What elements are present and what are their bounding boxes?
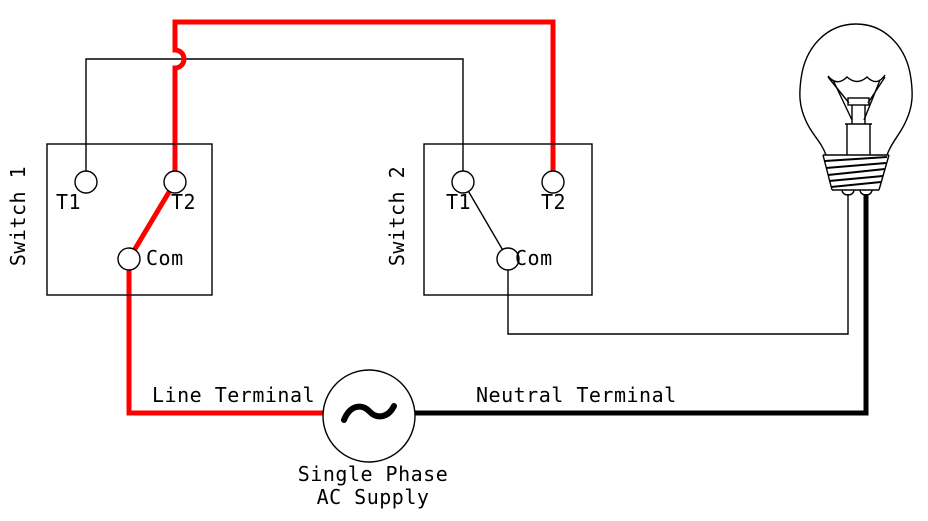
switch2-t1-terminal (451, 170, 475, 194)
lamp-feed-wire (507, 194, 849, 335)
switch2-com-label: Com (515, 246, 553, 270)
switch1-box (46, 143, 213, 296)
switch1-t2-label: T2 (171, 190, 197, 214)
neutral-wire (369, 194, 869, 416)
switch2-label: Switch 2 (385, 165, 409, 267)
supply-caption: Single Phase AC Supply (298, 463, 449, 509)
lamp-base-outline (822, 154, 890, 191)
switch1-t1-label: T1 (56, 190, 82, 214)
switch1-com-terminal (117, 247, 141, 271)
lamp-filament (827, 74, 886, 83)
switch2-t1-label: T1 (446, 190, 472, 214)
terminal-circles (74, 170, 565, 271)
switch2-box (423, 143, 593, 296)
switch2-com-terminal (496, 247, 520, 271)
switch1-label: Switch 1 (6, 165, 30, 267)
switch1-t1-terminal (74, 170, 98, 194)
switch2-t2-terminal (541, 170, 565, 194)
supply-caption-line2: AC Supply (316, 485, 430, 509)
switch2-lever (462, 181, 509, 260)
switch1-t2-terminal (163, 170, 187, 194)
traveler-wire-red (172, 19, 556, 182)
switch1-lever (126, 180, 178, 261)
lamp-support-left-inner (832, 79, 853, 121)
traveler-wire-black (85, 58, 464, 182)
incandescent-lamp-icon (799, 23, 913, 196)
lamp-base-threads (824, 156, 888, 188)
lamp-stem-collar (845, 123, 872, 155)
ac-source-icon (322, 369, 416, 463)
neutral-terminal-label: Neutral Terminal (476, 383, 677, 407)
supply-caption-line1: Single Phase (297, 462, 449, 486)
lamp-stem-flange (847, 97, 870, 106)
line-wire (126, 259, 369, 416)
switch1-com-label: Com (146, 246, 184, 270)
line-terminal-label: Line Terminal (152, 383, 316, 407)
lamp-contacts (841, 189, 873, 196)
lamp-stem-body (851, 105, 866, 124)
switch2-t2-label: T2 (541, 190, 567, 214)
lamp-glass (799, 23, 913, 156)
lamp-support-right-inner (863, 79, 881, 121)
ac-sine-symbol (341, 403, 397, 423)
